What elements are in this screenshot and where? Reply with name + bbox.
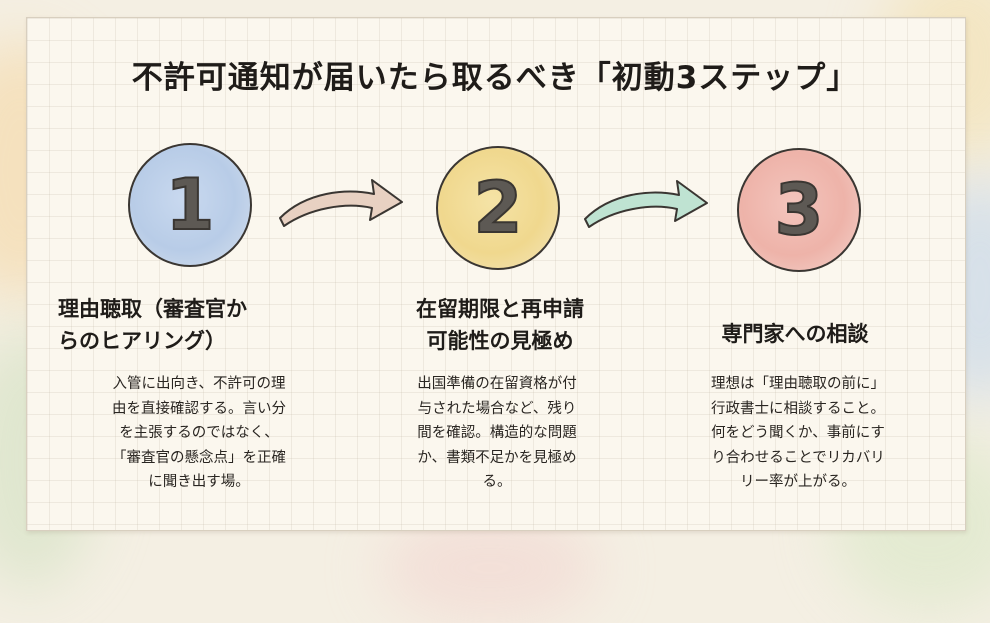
- step-3-desc-line: 何をどう聞くか、事前にす: [711, 425, 885, 441]
- step-2-desc-line: 出国準備の在留資格が付: [417, 376, 577, 392]
- step-3-desc-line: 理想は「理由聴取の前に」: [711, 376, 885, 392]
- step-1-desc-line: を主張するのではなく、: [119, 425, 279, 441]
- step-1-desc-line: 入管に出向き、不許可の理: [112, 376, 286, 392]
- step-1-description: 入管に出向き、不許可の理 由を直接確認する。言い分 を主張するのではなく、 「審…: [64, 372, 334, 495]
- step-3-desc-line: 行政書士に相談すること。: [711, 400, 885, 417]
- step-2-desc-line: 与された場合など、残り: [417, 400, 577, 417]
- page-title: 不許可通知が届いたら取るべき「初動3ステップ」: [131, 60, 859, 96]
- step-3-title: 専門家への相談: [660, 318, 930, 350]
- step-1-title-line-1: 理由聴取（審査官か: [58, 297, 247, 321]
- step-3-description: 理想は「理由聴取の前に」 行政書士に相談すること。 何をどう聞くか、事前にす り…: [668, 372, 928, 495]
- step-1-desc-line: に聞き出す場。: [148, 474, 250, 490]
- step-1-desc-line: 由を直接確認する。言い分: [112, 400, 286, 417]
- paper-card: [26, 17, 966, 531]
- step-1-circle: 1: [128, 143, 252, 267]
- step-2-title-line-2: 可能性の見極め: [426, 329, 574, 353]
- curved-arrow-right-icon: [279, 179, 403, 227]
- step-2-desc-line: る。: [482, 474, 512, 490]
- step-1-number: 1: [165, 164, 216, 246]
- step-3-desc-line: リー率が上がる。: [740, 474, 856, 490]
- step-1-desc-line: 「審査官の懸念点」を正確: [112, 449, 286, 466]
- step-3-title-line-1: 専門家への相談: [721, 322, 869, 346]
- step-3-circle: 3: [737, 148, 861, 272]
- curved-arrow-right-icon: [584, 180, 708, 228]
- step-2-description: 出国準備の在留資格が付 与された場合など、残り 間を確認。構造的な問題 か、書類…: [372, 372, 622, 495]
- step-3-number: 3: [774, 169, 825, 251]
- step-2-circle: 2: [436, 146, 560, 270]
- step-1-title-line-2: らのヒアリング）: [58, 329, 226, 353]
- step-2-title-line-1: 在留期限と再申請: [416, 297, 584, 321]
- step-2-desc-line: 間を確認。構造的な問題: [417, 425, 577, 441]
- step-2-title: 在留期限と再申請 可能性の見極め: [360, 293, 640, 357]
- step-2-number: 2: [473, 167, 524, 249]
- step-2-desc-line: か、書類不足かを見極め: [417, 449, 577, 466]
- step-1-title: 理由聴取（審査官か らのヒアリング）: [58, 293, 358, 357]
- step-3-desc-line: り合わせることでリカバリ: [711, 449, 885, 466]
